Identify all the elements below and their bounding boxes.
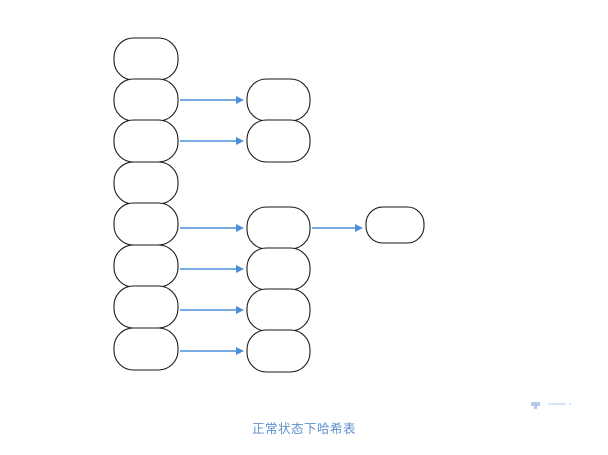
artifact-mark-d	[569, 403, 571, 405]
node-box-shape	[246, 119, 311, 163]
node-box-shape	[113, 37, 179, 81]
node-node-b3[interactable]	[246, 288, 311, 332]
artifact-mark-a	[531, 402, 540, 406]
nodes-layer	[113, 37, 425, 373]
arrow-head	[236, 347, 244, 355]
diagram-caption: 正常状态下哈希表	[251, 421, 356, 436]
node-node-b4[interactable]	[246, 329, 311, 373]
arrow-bucket2-to-a2	[180, 137, 244, 145]
node-box-shape	[113, 202, 179, 246]
node-box-shape	[365, 206, 425, 244]
node-box-shape	[113, 78, 179, 122]
node-node-a1[interactable]	[246, 78, 311, 122]
node-bucket-2[interactable]	[113, 119, 179, 163]
arrows-layer	[180, 96, 363, 355]
arrow-bucket5-to-b2	[180, 265, 244, 273]
node-box-shape	[113, 285, 179, 329]
node-bucket-7[interactable]	[113, 327, 179, 371]
node-bucket-3[interactable]	[113, 161, 179, 205]
node-box-shape	[246, 78, 311, 122]
arrow-bucket4-to-b1	[180, 224, 244, 232]
node-box-shape	[246, 288, 311, 332]
arrow-bucket6-to-b3	[180, 306, 244, 314]
node-bucket-6[interactable]	[113, 285, 179, 329]
arrow-head	[236, 137, 244, 145]
node-box-shape	[246, 247, 311, 291]
node-node-b2[interactable]	[246, 247, 311, 291]
corner-artifact	[531, 400, 573, 412]
artifact-mark-b	[534, 406, 537, 409]
node-box-shape	[246, 329, 311, 373]
node-node-c1[interactable]	[365, 206, 425, 244]
artifact-mark-c	[548, 403, 566, 405]
arrow-b1-to-c1	[312, 224, 363, 232]
node-box-shape	[113, 327, 179, 371]
node-box-shape	[113, 119, 179, 163]
node-node-b1[interactable]	[246, 206, 311, 250]
arrow-head	[236, 96, 244, 104]
node-bucket-0[interactable]	[113, 37, 179, 81]
node-bucket-1[interactable]	[113, 78, 179, 122]
node-box-shape	[246, 206, 311, 250]
arrow-bucket1-to-a1	[180, 96, 244, 104]
node-bucket-5[interactable]	[113, 244, 179, 288]
arrow-head	[236, 224, 244, 232]
node-node-a2[interactable]	[246, 119, 311, 163]
node-bucket-4[interactable]	[113, 202, 179, 246]
arrow-head	[236, 306, 244, 314]
arrow-head	[355, 224, 363, 232]
arrow-bucket7-to-b4	[180, 347, 244, 355]
node-box-shape	[113, 161, 179, 205]
arrow-head	[236, 265, 244, 273]
node-box-shape	[113, 244, 179, 288]
